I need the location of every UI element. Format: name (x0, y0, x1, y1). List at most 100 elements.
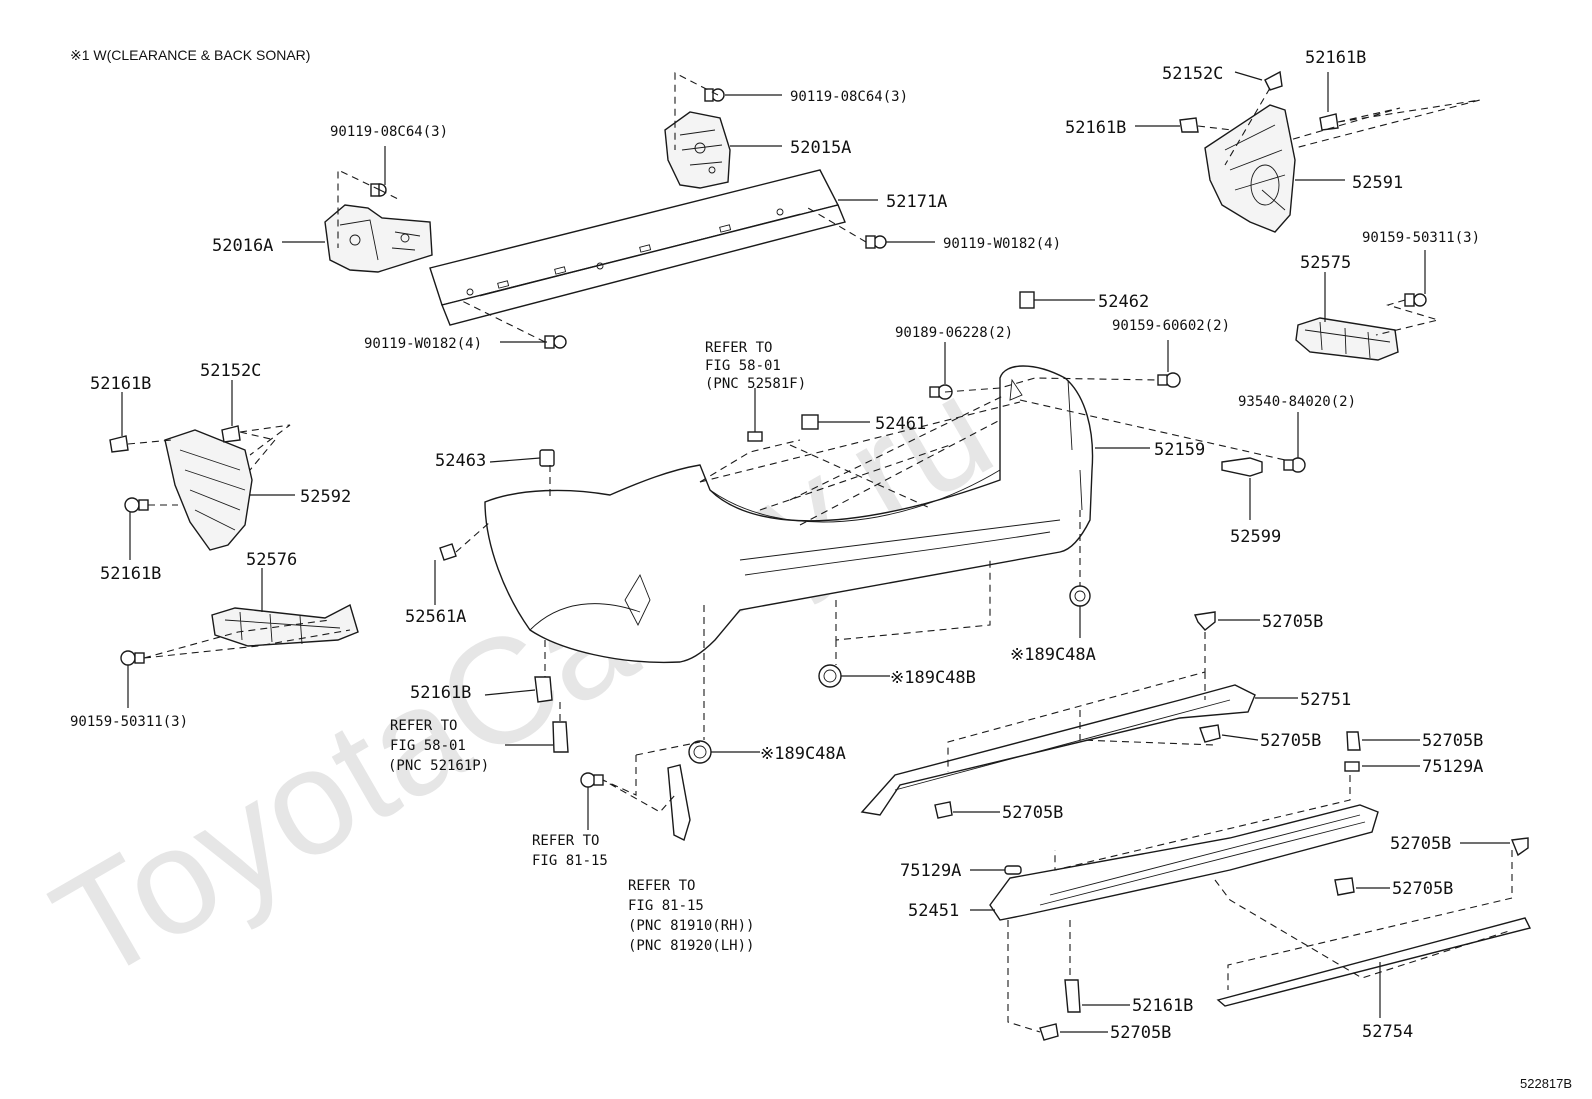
label-90159-60602: 90159-60602(2) (1112, 318, 1230, 334)
label-89C48B: ※189C48B (890, 668, 976, 688)
label-52592: 52592 (300, 487, 351, 507)
label-52705B-a: 52705B (1262, 612, 1323, 632)
ref-tag-58-01 (747, 431, 763, 442)
label-52754: 52754 (1362, 1022, 1413, 1042)
label-90159-50311-left: 90159-50311(3) (70, 714, 188, 730)
ref-58-01-left-line1: REFER TO (390, 718, 457, 734)
pad-52462 (1019, 291, 1035, 309)
pad-52463 (539, 449, 555, 467)
bolt-90119-08C64-right (704, 88, 725, 102)
label-52705B-d: 52705B (1002, 803, 1063, 823)
label-75129A-left: 75129A (900, 861, 961, 881)
ref-58-01-top-line2: FIG 58-01 (705, 358, 781, 374)
ref-81-15-a-line2: FIG 81-15 (532, 853, 608, 869)
bolt-90119-W0182-left (544, 335, 567, 349)
clip-52152C-top (1264, 70, 1283, 91)
side-bracket-52575 (1295, 317, 1399, 361)
clip-52705B-f (1334, 877, 1355, 896)
label-bolt-90119-W0182-right: 90119-W0182(4) (943, 236, 1061, 252)
clip-52705B-b (1199, 724, 1221, 743)
grommet-89C48A-right (1069, 585, 1091, 607)
label-52171A: 52171A (886, 192, 947, 212)
figure-code: 522817B (1520, 1076, 1572, 1091)
label-52161B-top-mid: 52161B (1065, 118, 1126, 138)
clip-52561A (439, 543, 457, 561)
bumper-reinforcement-beam (429, 169, 846, 326)
clip-52161B-top-right (1319, 113, 1339, 131)
tape-75129A-left (1004, 865, 1022, 875)
ref-81-15-b-line3: (PNC 81910(RH)) (628, 918, 754, 934)
label-75129A-right: 75129A (1422, 757, 1483, 777)
screw-ref-81-15 (580, 772, 604, 788)
label-52705B-e: 52705B (1390, 834, 1451, 854)
label-52161B-left-bottom: 52161B (100, 564, 161, 584)
molding-52754 (1216, 917, 1532, 1007)
side-bracket-52591 (1204, 104, 1296, 233)
label-52705B-g: 52705B (1110, 1023, 1171, 1043)
bolt-90119-W0182-right (865, 235, 887, 249)
ref-note-81-15-a: REFER TO FIG 81-15 (532, 833, 608, 869)
label-52159: 52159 (1154, 440, 1205, 460)
label-52576: 52576 (246, 550, 297, 570)
ref-81-15-b-line1: REFER TO (628, 878, 695, 894)
clip-52161B-center-a (534, 676, 553, 703)
clip-52161B-bottom (1064, 979, 1081, 1013)
ref-58-01-top-line3: (PNC 52581F) (705, 376, 806, 392)
label-52575: 52575 (1300, 253, 1351, 273)
label-52015A: 52015A (790, 138, 851, 158)
ref-note-58-01-top: REFER TO FIG 58-01 (PNC 52581F) (705, 340, 806, 392)
rear-bumper-cover (484, 365, 1094, 664)
label-bolt-90119-08C64-right: 90119-08C64(3) (790, 89, 908, 105)
bracket-52016A (324, 204, 433, 273)
label-52161B-left-top: 52161B (90, 374, 151, 394)
ref-58-01-top-line1: REFER TO (705, 340, 772, 356)
label-89C48A-right: ※189C48A (1010, 645, 1096, 665)
label-90159-50311-right: 90159-50311(3) (1362, 230, 1480, 246)
clip-52161B-left-bottom (124, 497, 149, 513)
ref-note-81-15-b: REFER TO FIG 81-15 (PNC 81910(RH)) (PNC … (628, 878, 754, 954)
ref-81-15-a-line1: REFER TO (532, 833, 599, 849)
bolt-93540-84020 (1283, 457, 1306, 473)
clip-52705B-c (1346, 731, 1361, 751)
label-bolt-90119-W0182-left: 90119-W0182(4) (364, 336, 482, 352)
ref-58-01-left-line3: (PNC 52161P) (388, 758, 489, 774)
header-note: ※1 W(CLEARANCE & BACK SONAR) (70, 47, 310, 63)
label-52705B-f: 52705B (1392, 879, 1453, 899)
ref-note-58-01-left: REFER TO FIG 58-01 (PNC 52161P) (388, 718, 489, 774)
tape-75129A-right (1344, 761, 1360, 772)
grommet-89C48B (818, 664, 842, 688)
rivet-52599 (1221, 457, 1263, 477)
label-bolt-90119-08C64-left: 90119-08C64(3) (330, 124, 448, 140)
label-52161B-bottom: 52161B (1132, 996, 1193, 1016)
bracket-52015A (664, 111, 731, 189)
label-52451: 52451 (908, 901, 959, 921)
label-52705B-c: 52705B (1422, 731, 1483, 751)
label-52461: 52461 (875, 414, 926, 434)
clip-52161B-left-top (109, 435, 129, 453)
label-52599: 52599 (1230, 527, 1281, 547)
label-52751: 52751 (1300, 690, 1351, 710)
ref-81-15-b-line4: (PNC 81920(LH)) (628, 938, 754, 954)
label-52705B-b: 52705B (1260, 731, 1321, 751)
bolt-90159-50311-left (120, 650, 145, 666)
lower-trim-52751 (860, 684, 1256, 816)
label-52161B-center: 52161B (410, 683, 471, 703)
label-52016A: 52016A (212, 236, 273, 256)
label-52152C-left: 52152C (200, 361, 261, 381)
label-52161B-top-right: 52161B (1305, 48, 1366, 68)
bolt-90159-50311-right (1404, 293, 1427, 307)
clip-52161B-center-b (552, 721, 569, 753)
clip-52705B-d (934, 801, 953, 819)
bolt-90119-08C64-left (370, 183, 387, 197)
label-52462: 52462 (1098, 292, 1149, 312)
label-52152C-top: 52152C (1162, 64, 1223, 84)
label-90189-06228: 90189-06228(2) (895, 325, 1013, 341)
label-89C48A-bottom: ※189C48A (760, 744, 846, 764)
lower-garnish-52451 (989, 804, 1379, 921)
clip-52152C-left (221, 425, 241, 443)
label-52591: 52591 (1352, 173, 1403, 193)
pad-52461 (801, 414, 819, 430)
grommet-89C48A-bottom (688, 740, 712, 764)
